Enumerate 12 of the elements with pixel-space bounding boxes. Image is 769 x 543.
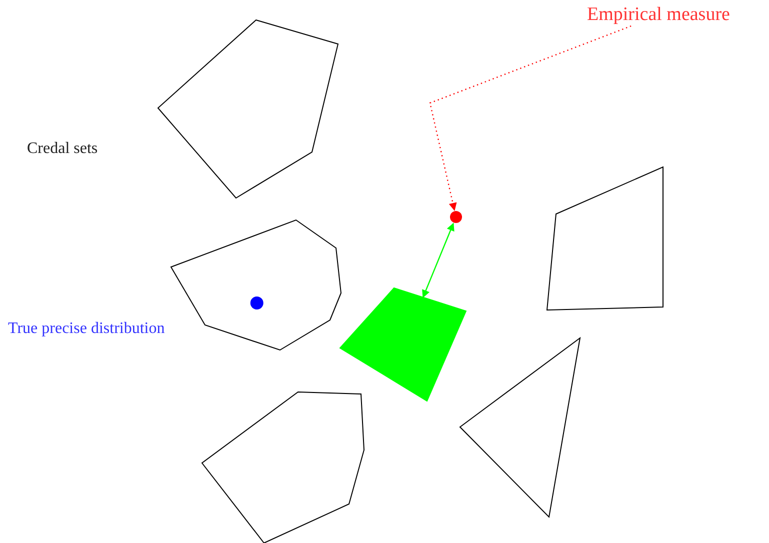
credal-set-polygon (157, 19, 339, 199)
arrow (422, 222, 454, 298)
credal-set-polygon (546, 166, 664, 311)
annotation-text: Credal sets (27, 140, 98, 158)
credal-set-polygon (459, 336, 581, 518)
credal-set-polygon (339, 287, 467, 402)
annotation-text: Empirical measure (587, 5, 730, 26)
credal-set-polygon (201, 392, 364, 543)
point-marker (450, 211, 462, 223)
arrow (429, 25, 632, 211)
point-marker (250, 296, 264, 310)
annotation-text: True precise distribution (8, 320, 165, 338)
